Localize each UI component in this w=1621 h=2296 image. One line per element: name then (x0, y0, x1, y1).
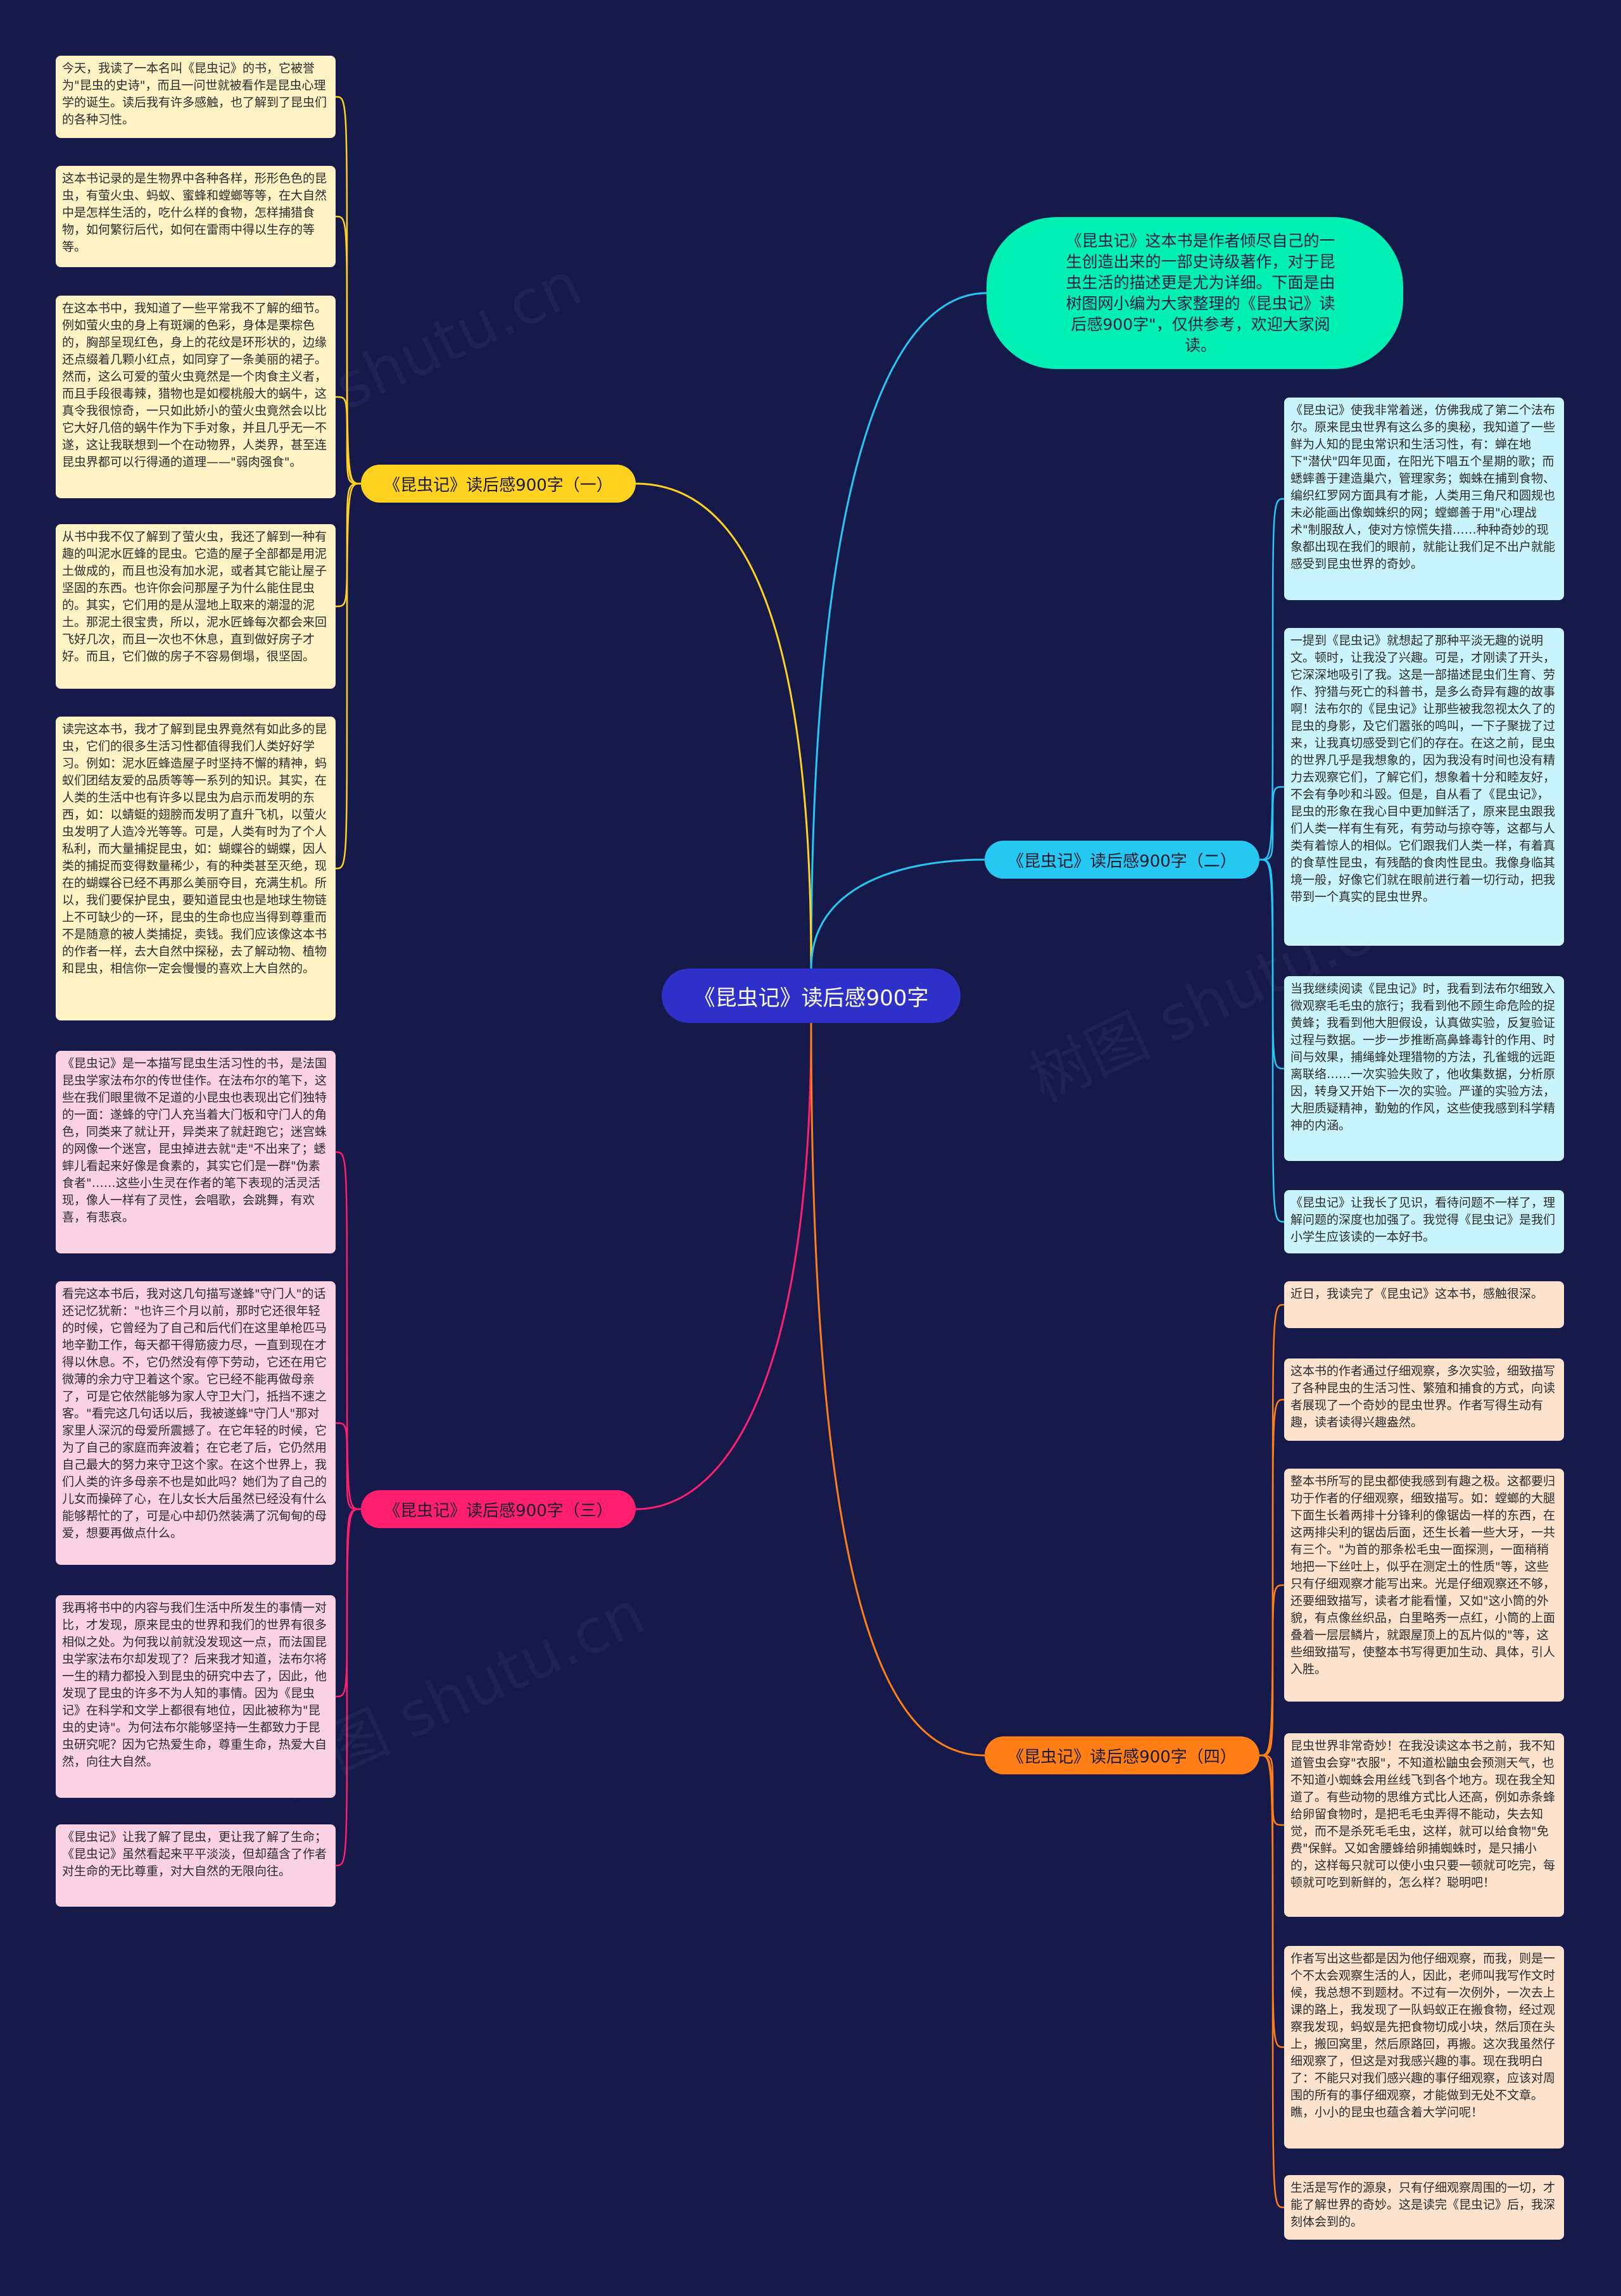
leaf-4-3[interactable]: 整本书所写的昆虫都使我感到有趣之极。这都要归功于作者的仔细观察，细致描写。如：螳… (1284, 1469, 1564, 1702)
leaf-2-4[interactable]: 《昆虫记》让我长了见识，看待问题不一样了，理解问题的深度也加强了。我觉得《昆虫记… (1284, 1190, 1564, 1253)
link-branch-1-leaf-4 (335, 482, 362, 608)
leaf-1-1[interactable]: 今天，我读了一本名叫《昆虫记》的书，它被誉为"昆虫的史诗"，而且一问世就被看作是… (56, 56, 336, 138)
link-center-branch-4 (810, 1022, 985, 1757)
link-branch-3-leaf-1 (335, 1151, 362, 1510)
branch-3[interactable]: 《昆虫记》读后感900字（三） (361, 1490, 636, 1528)
link-branch-2-leaf-2 (1259, 786, 1285, 861)
link-branch-4-leaf-2 (1259, 1398, 1285, 1757)
leaf-2-3[interactable]: 当我继续阅读《昆虫记》时，我看到法布尔细致入微观察毛毛虫的旅行；我看到他不顾生命… (1284, 976, 1564, 1161)
leaf-3-4[interactable]: 《昆虫记》让我了解了昆虫，更让我了解了生命；《昆虫记》虽然看起来平平淡淡，但却蕴… (56, 1824, 336, 1907)
link-branch-1-leaf-3 (335, 396, 362, 485)
leaf-4-2[interactable]: 这本书的作者通过仔细观察，多次实验，细致描写了各种昆虫的生活习性、繁殖和捕食的方… (1284, 1358, 1564, 1441)
leaf-1-3[interactable]: 在这本书中，我知道了一些平常我不了解的细节。例如萤火虫的身上有斑斓的色彩，身体是… (56, 296, 336, 498)
leaf-1-2[interactable]: 这本书记录的是生物界中各种各样，形形色色的昆虫，有萤火虫、蚂蚁、蜜蜂和螳螂等等，… (56, 166, 336, 267)
link-branch-2-leaf-4 (1259, 858, 1285, 1223)
link-branch-2-leaf-1 (1259, 498, 1285, 861)
leaf-1-5[interactable]: 读完这本书，我才了解到昆虫界竟然有如此多的昆虫，它们的很多生活习性都值得我们人类… (56, 717, 336, 1020)
link-center-branch-3 (635, 1022, 812, 1510)
intro-text: 《昆虫记》这本书是作者倾尽自己的一生创造出来的一部史诗级著作，对于昆虫生活的描述… (1066, 232, 1335, 354)
link-branch-3-leaf-2 (335, 1422, 362, 1510)
link-center-branch-1 (635, 482, 812, 969)
leaf-3-2[interactable]: 看完这本书后，我对这几句描写遂蜂"守门人"的话还记忆犹新："也许三个月以前，那时… (56, 1281, 336, 1565)
leaf-4-6[interactable]: 生活是写作的源泉，只有仔细观察周围的一切，才能了解世界的奇妙。这是读完《昆虫记》… (1284, 2175, 1564, 2240)
central-topic[interactable]: 《昆虫记》读后感900字 (662, 969, 961, 1023)
link-center-intro (810, 292, 987, 969)
leaf-1-4[interactable]: 从书中我不仅了解到了萤火虫，我还了解到一种有趣的叫泥水匠蜂的昆虫。它造的屋子全部… (56, 524, 336, 689)
link-branch-4-leaf-6 (1259, 1754, 1285, 2209)
leaf-3-3[interactable]: 我再将书中的内容与我们生活中所发生的事情一对比，才发现，原来昆虫的世界和我们的世… (56, 1595, 336, 1798)
leaf-2-1[interactable]: 《昆虫记》使我非常着迷，仿佛我成了第二个法布尔。原来昆虫世界有这么多的奥秘，我知… (1284, 398, 1564, 600)
branch-1[interactable]: 《昆虫记》读后感900字（一） (361, 465, 636, 503)
leaf-4-5[interactable]: 作者写出这些都是因为他仔细观察，而我，则是一个不太会观察生活的人，因此，老师叫我… (1284, 1946, 1564, 2149)
link-branch-1-leaf-5 (335, 482, 362, 870)
link-branch-4-leaf-3 (1259, 1584, 1285, 1757)
branch-4[interactable]: 《昆虫记》读后感900字（四） (985, 1736, 1259, 1774)
link-center-branch-2 (810, 858, 985, 969)
leaf-2-2[interactable]: 一提到《昆虫记》就想起了那种平淡无趣的说明文。顿时，让我没了兴趣。可是，才刚读了… (1284, 628, 1564, 946)
leaf-3-1[interactable]: 《昆虫记》是一本描写昆虫生活习性的书，是法国昆虫学家法布尔的传世佳作。在法布尔的… (56, 1051, 336, 1253)
leaf-4-4[interactable]: 昆虫世界非常奇妙！在我没读这本书之前，我不知道管虫会穿"衣服"，不知道松鼬虫会预… (1284, 1733, 1564, 1917)
link-branch-3-leaf-4 (335, 1508, 362, 1867)
link-branch-1-leaf-2 (335, 215, 362, 485)
link-branch-1-leaf-1 (335, 96, 362, 485)
leaf-4-1[interactable]: 近日，我读完了《昆虫记》这本书，感触很深。 (1284, 1281, 1564, 1328)
intro-bubble[interactable]: 《昆虫记》这本书是作者倾尽自己的一生创造出来的一部史诗级著作，对于昆虫生活的描述… (987, 217, 1403, 369)
branch-2[interactable]: 《昆虫记》读后感900字（二） (985, 841, 1259, 879)
